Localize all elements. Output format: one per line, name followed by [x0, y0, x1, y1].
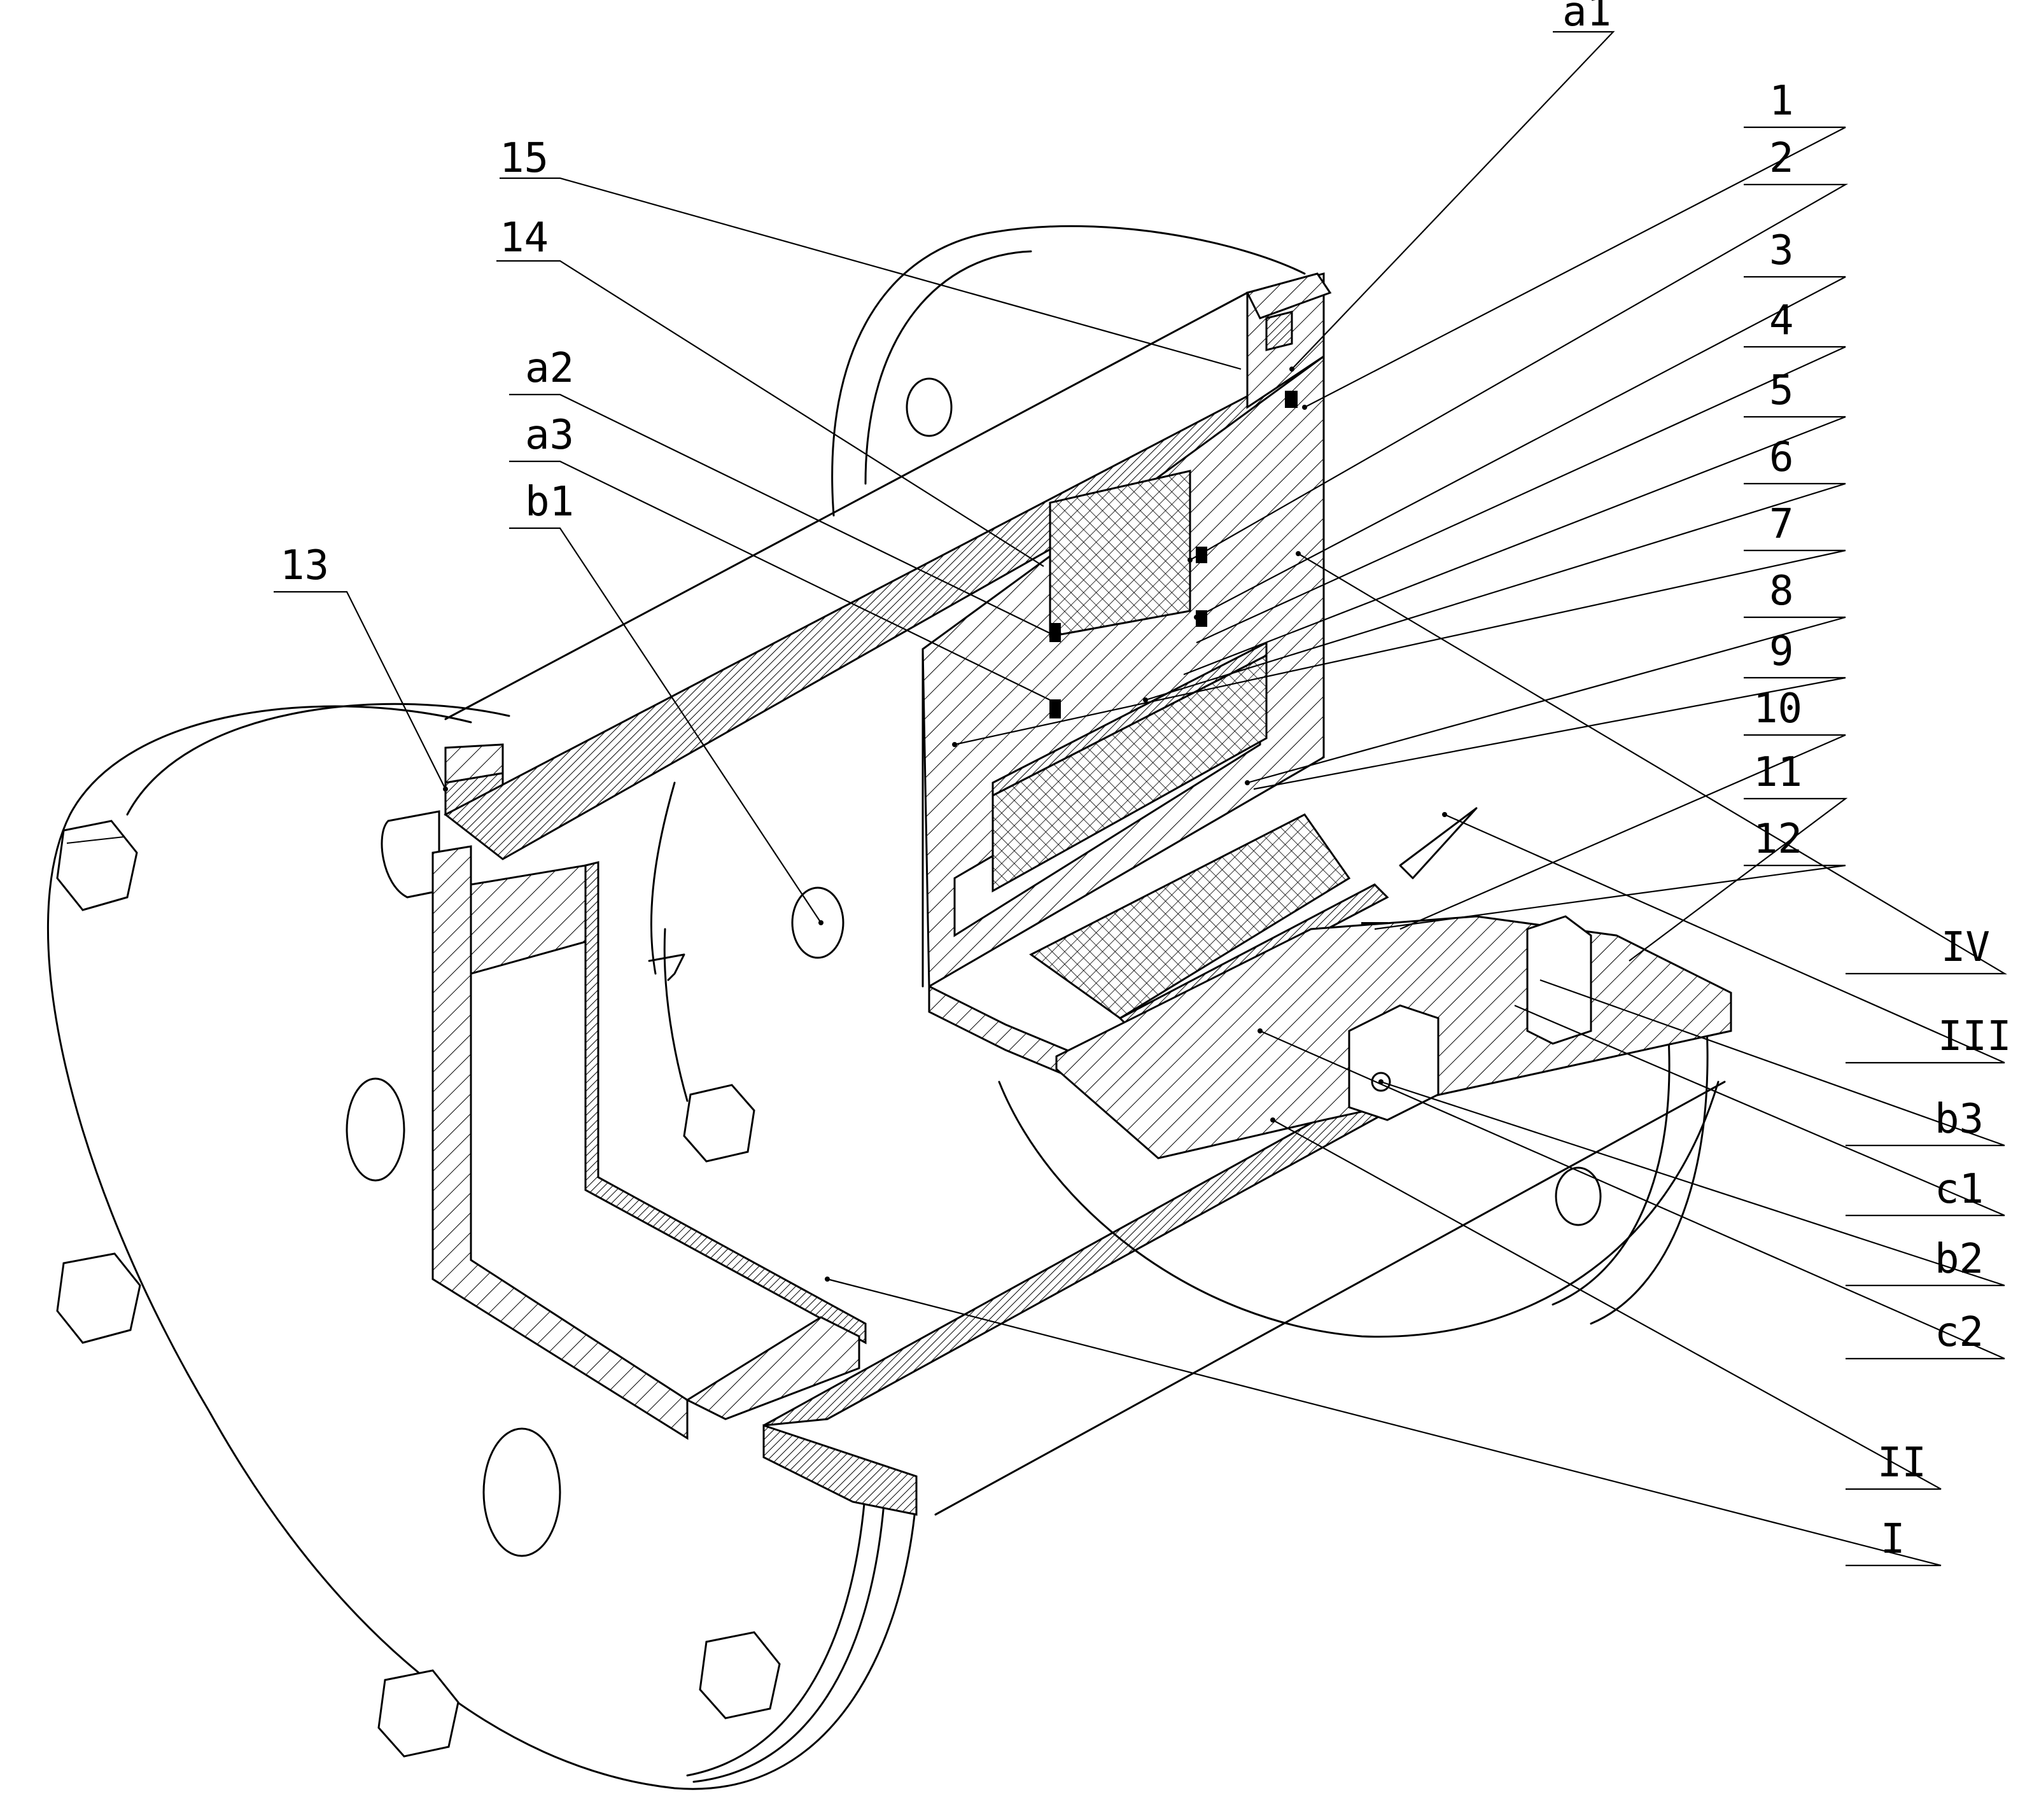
band	[991, 641, 1268, 797]
label-a2: a2	[525, 345, 574, 392]
port-icon	[1371, 1072, 1391, 1092]
bolt-icon	[56, 1252, 141, 1344]
label-2: 2	[1769, 135, 1794, 182]
label-b2: b2	[1935, 1236, 1984, 1283]
left-flange	[47, 703, 918, 1790]
bolt-icon	[683, 1084, 755, 1163]
upper-block-part	[1049, 470, 1191, 638]
bolt-icon	[699, 1631, 781, 1719]
cone-lower	[1029, 813, 1351, 1019]
label-1: 1	[1769, 78, 1794, 125]
bolt-icon	[56, 820, 138, 911]
hole-icon	[346, 1077, 405, 1182]
label-a1: a1	[1562, 0, 1611, 36]
label-10: 10	[1753, 685, 1802, 732]
label-II: II	[1877, 1439, 1926, 1487]
label-c2: c2	[1935, 1309, 1984, 1356]
label-6: 6	[1769, 434, 1794, 481]
label-8: 8	[1769, 568, 1794, 615]
cube-part	[1526, 915, 1592, 1045]
leader-lines	[274, 31, 2008, 1567]
label-14: 14	[500, 214, 549, 262]
hole-icon	[482, 1427, 561, 1557]
label-4: 4	[1769, 297, 1794, 344]
label-9: 9	[1769, 628, 1794, 675]
label-III: III	[1938, 1013, 2012, 1060]
label-11: 11	[1753, 749, 1802, 796]
seal	[1049, 623, 1061, 642]
hole-icon	[906, 377, 953, 437]
label-b3: b3	[1935, 1096, 1984, 1143]
label-IV: IV	[1941, 924, 1990, 971]
label-5: 5	[1769, 367, 1794, 414]
label-3: 3	[1769, 227, 1794, 274]
seal	[1049, 699, 1061, 718]
label-13: 13	[280, 542, 329, 589]
hole-icon	[1555, 1166, 1602, 1226]
label-15: 15	[500, 135, 549, 182]
label-b1: b1	[525, 479, 574, 526]
label-7: 7	[1769, 501, 1794, 548]
label-I: I	[1881, 1516, 1905, 1563]
cube-part	[1348, 1004, 1440, 1121]
callout-labels: a1 1 2 3 4 5 6 7 8 9 10 11 12 IV III b3 …	[280, 0, 2012, 1563]
label-c1: c1	[1935, 1166, 1984, 1213]
bolt-icon	[377, 1669, 459, 1758]
bolt-icon	[381, 810, 440, 899]
label-12: 12	[1753, 816, 1802, 863]
needle	[1399, 807, 1478, 879]
leader-dots	[443, 367, 1447, 1282]
seal	[1196, 547, 1207, 563]
hole-icon	[791, 886, 844, 959]
label-a3: a3	[525, 412, 574, 459]
seal	[1285, 391, 1298, 408]
